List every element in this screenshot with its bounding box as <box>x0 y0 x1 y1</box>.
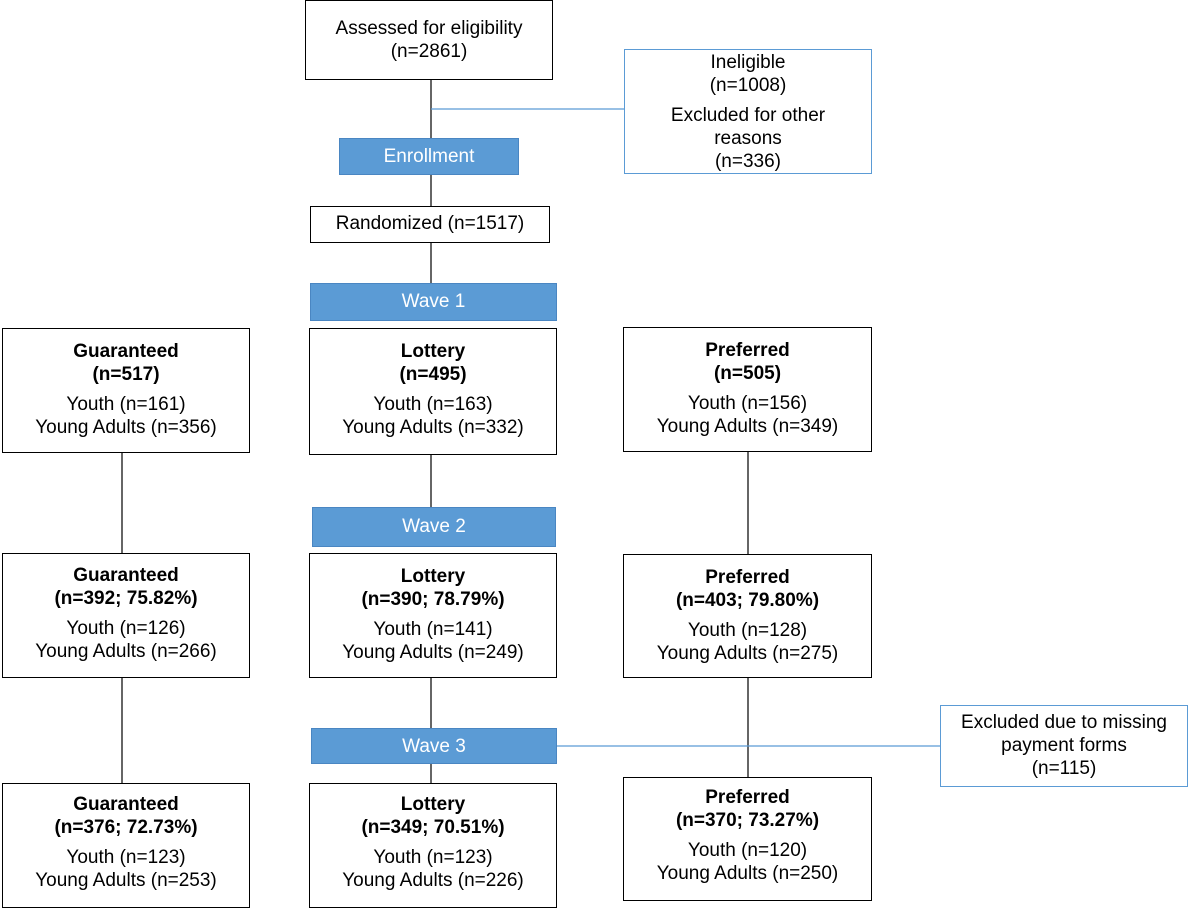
ineligible-label: Ineligible <box>710 52 786 73</box>
wave3-band: Wave 3 <box>311 728 557 764</box>
young-adults-count: Young Adults (n=332) <box>342 417 524 438</box>
group-name: Lottery <box>400 794 466 815</box>
lottery-wave2-box: Lottery (n=390; 78.79%) Youth (n=141) Yo… <box>309 553 557 678</box>
young-adults-count: Young Adults (n=356) <box>35 417 217 438</box>
youth-count: Youth (n=141) <box>373 619 493 640</box>
youth-count: Youth (n=161) <box>66 394 186 415</box>
randomized-label: Randomized (n=1517) <box>335 213 525 234</box>
youth-count: Youth (n=126) <box>66 618 186 639</box>
group-count: (n=517) <box>92 364 160 385</box>
youth-count: Youth (n=163) <box>373 394 493 415</box>
youth-count: Youth (n=123) <box>66 847 186 868</box>
group-name: Preferred <box>705 567 790 588</box>
assessed-count: (n=2861) <box>390 41 468 62</box>
excluded-other-label: Excluded for other <box>670 105 826 126</box>
group-count: (n=403; 79.80%) <box>675 590 820 611</box>
enrollment-band: Enrollment <box>339 138 519 175</box>
young-adults-count: Young Adults (n=266) <box>35 641 217 662</box>
youth-count: Youth (n=120) <box>687 840 808 861</box>
wave1-band: Wave 1 <box>310 283 557 321</box>
group-count: (n=376; 72.73%) <box>54 817 198 838</box>
group-name: Guaranteed <box>73 565 179 586</box>
exclusion-box: Ineligible (n=1008) Excluded for other r… <box>624 49 872 174</box>
young-adults-count: Young Adults (n=275) <box>656 643 839 664</box>
wave3-exclusion-box: Excluded due to missing payment forms (n… <box>940 705 1188 787</box>
young-adults-count: Young Adults (n=226) <box>342 870 524 891</box>
youth-count: Youth (n=128) <box>687 620 808 641</box>
group-count: (n=370; 73.27%) <box>675 810 820 831</box>
youth-count: Youth (n=156) <box>687 393 808 414</box>
excluded-other-label-2: reasons <box>714 128 782 149</box>
guaranteed-wave1-box: Guaranteed (n=517) Youth (n=161) Young A… <box>2 328 250 453</box>
young-adults-count: Young Adults (n=349) <box>656 416 839 437</box>
ineligible-count: (n=1008) <box>709 75 787 96</box>
group-name: Lottery <box>400 341 466 362</box>
group-name: Guaranteed <box>73 341 179 362</box>
youth-count: Youth (n=123) <box>373 847 493 868</box>
lottery-wave3-box: Lottery (n=349; 70.51%) Youth (n=123) Yo… <box>309 783 557 908</box>
wave3-exclusion-label-2: payment forms <box>1001 735 1127 756</box>
preferred-wave3-box: Preferred (n=370; 73.27%) Youth (n=120) … <box>623 777 872 901</box>
wave3-exclusion-label: Excluded due to missing <box>961 712 1167 733</box>
assessed-box: Assessed for eligibility (n=2861) <box>305 0 553 80</box>
group-count: (n=495) <box>399 364 467 385</box>
young-adults-count: Young Adults (n=249) <box>342 642 524 663</box>
group-name: Preferred <box>705 787 790 808</box>
guaranteed-wave2-box: Guaranteed (n=392; 75.82%) Youth (n=126)… <box>2 553 250 678</box>
preferred-wave1-box: Preferred (n=505) Youth (n=156) Young Ad… <box>623 327 872 452</box>
assessed-label: Assessed for eligibility <box>335 18 523 39</box>
excluded-other-count: (n=336) <box>714 151 782 172</box>
wave3-exclusion-count: (n=115) <box>1031 758 1097 779</box>
young-adults-count: Young Adults (n=253) <box>35 870 217 891</box>
group-count: (n=390; 78.79%) <box>361 589 505 610</box>
group-count: (n=349; 70.51%) <box>361 817 505 838</box>
young-adults-count: Young Adults (n=250) <box>656 863 839 884</box>
group-name: Guaranteed <box>73 794 179 815</box>
group-count: (n=392; 75.82%) <box>54 588 198 609</box>
guaranteed-wave3-box: Guaranteed (n=376; 72.73%) Youth (n=123)… <box>2 783 250 908</box>
randomized-box: Randomized (n=1517) <box>310 206 550 243</box>
preferred-wave2-box: Preferred (n=403; 79.80%) Youth (n=128) … <box>623 554 872 678</box>
wave2-band: Wave 2 <box>312 507 556 547</box>
lottery-wave1-box: Lottery (n=495) Youth (n=163) Young Adul… <box>309 328 557 455</box>
group-name: Lottery <box>400 566 466 587</box>
group-name: Preferred <box>705 340 790 361</box>
group-count: (n=505) <box>713 363 782 384</box>
